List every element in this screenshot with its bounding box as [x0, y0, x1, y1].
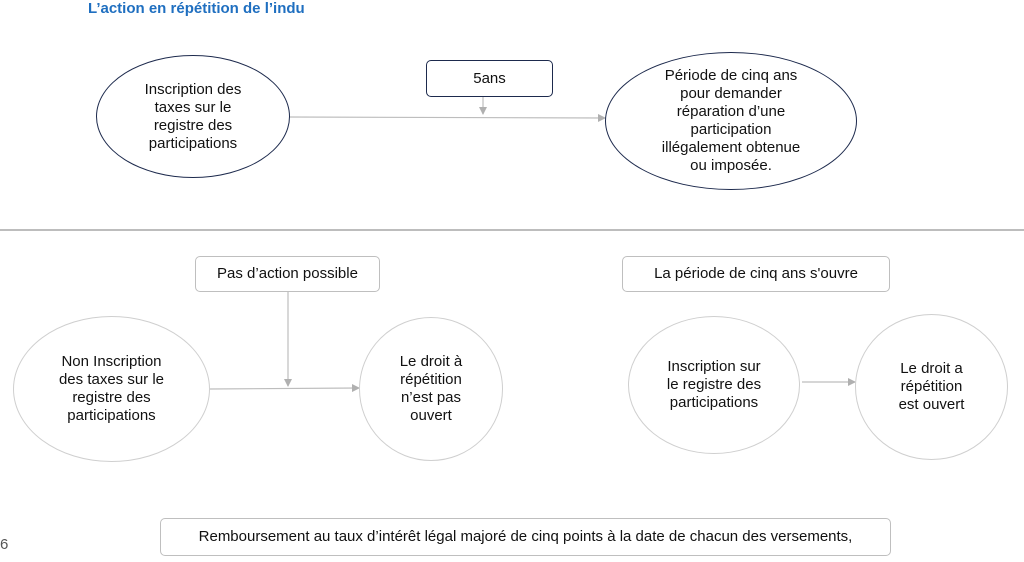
inscription-registre-label: Inscription sur le registre des particip… [666, 358, 762, 411]
periode-label: Période de cinq ans pour demander répara… [661, 67, 801, 174]
non-inscription-ellipse: Non Inscription des taxes sur le registr… [13, 316, 210, 462]
page-title: L’action en répétition de l’indu [88, 0, 305, 17]
five-years-box: 5ans [426, 60, 553, 97]
inscription-taxes-ellipse: Inscription des taxes sur le registre de… [96, 55, 290, 178]
droit-non-ouvert-ellipse: Le droit à répétition n’est pas ouvert [359, 317, 503, 461]
section-divider [0, 229, 1024, 231]
periode-ouvre-label: La période de cinq ans s'ouvre [654, 265, 858, 282]
connector-non-inscription-to-droit [209, 384, 360, 393]
five-years-label: 5ans [473, 69, 506, 87]
remboursement-label: Remboursement au taux d’intérêt légal ma… [198, 528, 853, 545]
pas-action-box: Pas d’action possible [195, 256, 380, 292]
inscription-taxes-label: Inscription des taxes sur le registre de… [144, 80, 242, 152]
page-number: 6 [0, 536, 9, 553]
connector-top-horizontal [287, 113, 606, 122]
non-inscription-label: Non Inscription des taxes sur le registr… [58, 353, 165, 424]
droit-ouvert-label: Le droit a répétition est ouvert [898, 360, 965, 413]
pas-action-label: Pas d’action possible [217, 265, 358, 282]
remboursement-box: Remboursement au taux d’intérêt légal ma… [160, 518, 891, 556]
periode-ouvre-box: La période de cinq ans s'ouvre [622, 256, 890, 292]
droit-ouvert-ellipse: Le droit a répétition est ouvert [855, 314, 1008, 460]
periode-ellipse: Période de cinq ans pour demander répara… [605, 52, 857, 190]
inscription-registre-ellipse: Inscription sur le registre des particip… [628, 316, 800, 454]
droit-non-ouvert-label: Le droit à répétition n’est pas ouvert [399, 353, 463, 424]
